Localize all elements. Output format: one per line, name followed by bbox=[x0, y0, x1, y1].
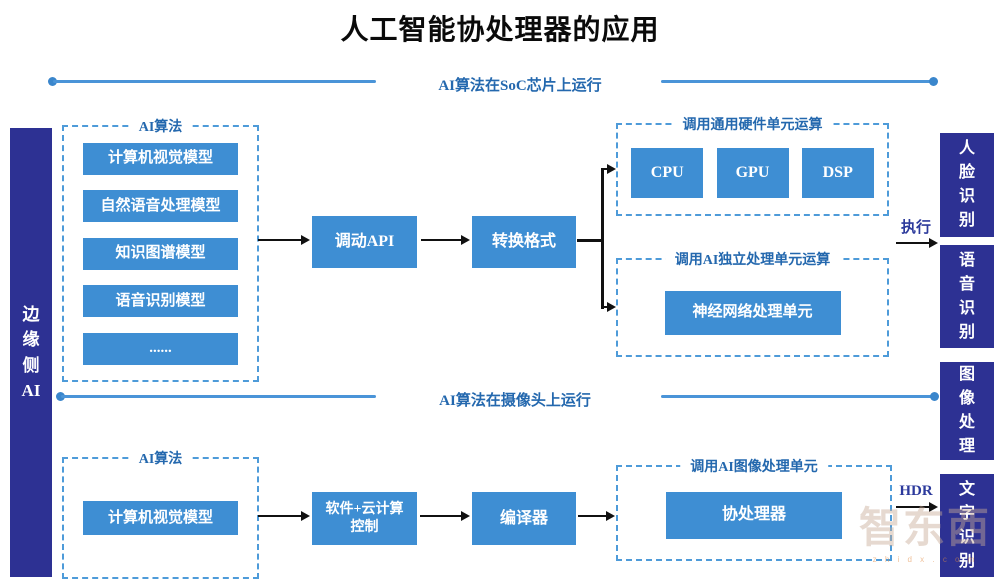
model-box-kg: 知识图谱模型 bbox=[83, 237, 238, 270]
edge-ai-sidebar: 边缘侧AI bbox=[10, 128, 52, 577]
model-box-cv: 计算机视觉模型 bbox=[83, 142, 238, 175]
divider-top-right-dot bbox=[929, 77, 938, 86]
coprocessor-box: 协处理器 bbox=[666, 491, 842, 539]
branch-vertical-line bbox=[601, 168, 604, 309]
output-speech-recognition: 语音识别 bbox=[940, 245, 994, 348]
divider-bottom-label: AI算法在摄像头上运行 bbox=[439, 393, 591, 409]
arrow-api-to-convert bbox=[421, 234, 470, 246]
img-unit-group-label: 调用AI图像处理单元 bbox=[680, 456, 828, 476]
output-image-processing: 图像处理 bbox=[940, 362, 994, 460]
model-box-nlp: 自然语音处理模型 bbox=[83, 190, 238, 222]
model-box-asr: 语音识别模型 bbox=[83, 285, 238, 317]
model-box-more: ...... bbox=[83, 332, 238, 365]
divider-top-label: AI算法在SoC芯片上运行 bbox=[438, 78, 602, 94]
bottom-algo-group: AI算法 计算机视觉模型 bbox=[62, 448, 259, 579]
branch-stub-line bbox=[577, 239, 603, 242]
divider-top-left-dot bbox=[48, 77, 57, 86]
output-text-recognition-label: 文字识别 bbox=[958, 480, 975, 570]
page-title: 人工智能协处理器的应用 bbox=[340, 15, 660, 46]
divider-bottom-right-dot bbox=[930, 392, 939, 401]
npu-group: 调用AI独立处理单元运算 神经网络处理单元 bbox=[616, 249, 889, 357]
output-image-processing-label: 图像处理 bbox=[958, 366, 975, 455]
hw-units-group-label: 调用通用硬件单元运算 bbox=[672, 114, 833, 134]
edge-ai-label: 边缘侧AI bbox=[21, 304, 41, 401]
top-algo-group-label: AI算法 bbox=[128, 116, 193, 136]
arrow-bottom-to-software bbox=[258, 510, 310, 522]
arrow-branch-to-npu bbox=[602, 301, 616, 313]
arrow-branch-to-hw bbox=[602, 163, 616, 175]
convert-format-box: 转换格式 bbox=[472, 216, 576, 268]
divider-top-left-line bbox=[53, 80, 376, 83]
hw-units-group: 调用通用硬件单元运算 CPU GPU DSP bbox=[616, 114, 889, 216]
img-unit-group: 调用AI图像处理单元 协处理器 bbox=[616, 456, 892, 561]
output-text-recognition: 文字识别 bbox=[940, 474, 994, 577]
compiler-box: 编译器 bbox=[472, 492, 576, 545]
arrow-exec bbox=[896, 237, 938, 249]
arrow-compiler-to-imggroup bbox=[578, 510, 615, 522]
output-face-recognition-label: 人脸识别 bbox=[958, 140, 975, 229]
hdr-label: HDR bbox=[899, 483, 933, 499]
dsp-box: DSP bbox=[801, 147, 874, 198]
npu-group-label: 调用AI独立处理单元运算 bbox=[664, 249, 841, 269]
arrow-hdr bbox=[896, 501, 938, 513]
output-speech-recognition-label: 语音识别 bbox=[958, 251, 975, 341]
output-face-recognition: 人脸识别 bbox=[940, 133, 994, 237]
arrow-software-to-compiler bbox=[420, 510, 470, 522]
call-api-box: 调动API bbox=[312, 216, 417, 268]
divider-top-right-line bbox=[661, 80, 932, 83]
divider-bottom-right-line bbox=[661, 395, 933, 398]
gpu-box: GPU bbox=[716, 147, 789, 198]
divider-bottom-left-dot bbox=[56, 392, 65, 401]
npu-box: 神经网络处理单元 bbox=[664, 290, 841, 335]
top-algo-group: AI算法 计算机视觉模型 自然语音处理模型 知识图谱模型 语音识别模型 ....… bbox=[62, 116, 259, 382]
software-cloud-box: 软件+云计算控制 bbox=[312, 492, 417, 545]
arrow-models-to-api bbox=[258, 234, 310, 246]
bottom-model-box-cv: 计算机视觉模型 bbox=[83, 501, 238, 535]
cpu-box: CPU bbox=[631, 147, 704, 198]
exec-label: 执行 bbox=[900, 220, 931, 236]
divider-bottom-left-line bbox=[61, 395, 376, 398]
bottom-algo-group-label: AI算法 bbox=[128, 448, 193, 468]
